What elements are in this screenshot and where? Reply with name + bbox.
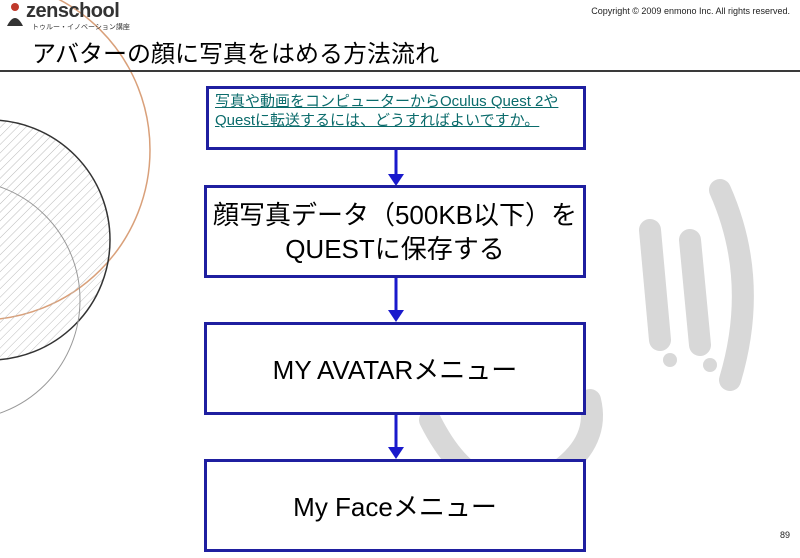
- decor-circle-orange: [0, 0, 151, 320]
- step-save-photo: 顔写真データ（500KB以下）を QUESTに保存する: [204, 185, 586, 278]
- step-2-label: MY AVATARメニュー: [272, 355, 518, 385]
- step-3-label: My Faceメニュー: [293, 492, 497, 522]
- decor-smiley-dots: [663, 353, 717, 372]
- logo-text: zenschool: [26, 0, 120, 22]
- slide-title: アバターの顔に写真をはめる方法流れ: [32, 41, 440, 68]
- step-1-line-1: 顔写真データ（500KB以下）を: [212, 199, 578, 230]
- title-divider: [0, 70, 800, 72]
- decor-circle-dark: [0, 119, 111, 361]
- page-number: 89: [779, 530, 790, 540]
- arrowhead-3: [388, 447, 404, 459]
- step-1-line-2: QUESTに保存する: [285, 233, 505, 264]
- decor-smiley: [419, 101, 754, 498]
- step-save-photo-text: 顔写真データ（500KB以下）を QUESTに保存する: [213, 198, 577, 266]
- zenschool-logo: zenschool トゥルー・イノベーション講座: [4, 0, 134, 32]
- arrowhead-2: [388, 310, 404, 322]
- help-link-box: 写真や動画をコンピューターからOculus Quest 2やQuestに転送する…: [206, 86, 586, 150]
- help-link[interactable]: 写真や動画をコンピューターからOculus Quest 2やQuestに転送する…: [215, 93, 559, 129]
- step-my-avatar-menu: MY AVATARメニュー: [204, 322, 586, 415]
- copyright-notice: Copyright © 2009 enmono Inc. All rights …: [591, 6, 790, 16]
- meditation-figure-icon: [7, 3, 23, 26]
- decor-circle-gray: [0, 186, 81, 414]
- step-my-face-menu: My Faceメニュー: [204, 459, 586, 552]
- flow-arrows: [388, 150, 404, 459]
- logo-subtext: トゥルー・イノベーション講座: [32, 24, 130, 31]
- arrowhead-1: [388, 174, 404, 186]
